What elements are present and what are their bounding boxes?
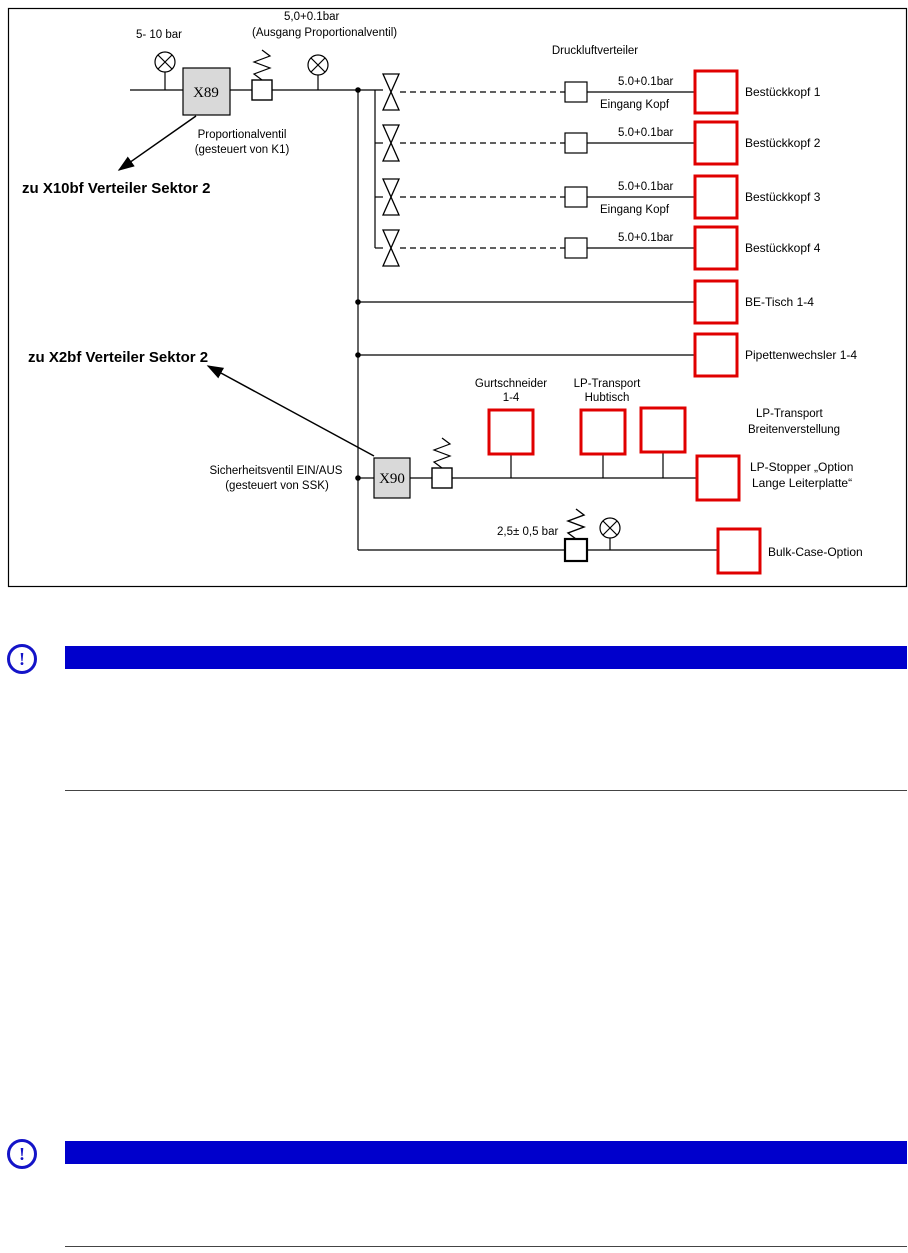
x90-label: X90 — [379, 471, 405, 487]
distributor-square — [564, 186, 588, 208]
distributor-square — [564, 237, 588, 259]
row1-pressure: 5.0+0.1bar — [618, 76, 673, 88]
regulator-box — [251, 79, 273, 101]
x90-box — [373, 457, 411, 499]
section-divider — [65, 790, 907, 791]
dashed-lines — [400, 91, 565, 249]
regulator-box — [431, 467, 453, 489]
prop-output-caption: (Ausgang Proportionalventil) — [252, 27, 397, 39]
pneumatic-diagram: X89 X90 5- 10 bar 5,0+0.1bar (Ausgang Pr… — [7, 7, 908, 588]
lp-stopper-l2: Lange Leiterplatte“ — [752, 476, 852, 490]
notice-exclamation-icon: ! — [7, 644, 37, 674]
valve-icon — [381, 73, 401, 111]
x89-label: X89 — [193, 85, 219, 101]
red-box-bestueckkopf-3 — [693, 174, 739, 220]
notice-bar — [65, 646, 907, 669]
red-box-lp-stopper — [695, 454, 741, 502]
prop-valve-ctrl: (gesteuert von K1) — [195, 144, 290, 156]
pressure-gauge-icon — [307, 54, 329, 76]
bulk-regulator-box — [563, 537, 589, 563]
row4-pressure: 5.0+0.1bar — [618, 232, 673, 244]
spring-icon — [432, 437, 452, 469]
distributor-square — [564, 81, 588, 103]
bulk-pressure-label: 2,5± 0,5 bar — [497, 526, 558, 538]
red-box-bestueckkopf-4 — [693, 225, 739, 271]
lp-stopper-l1: LP-Stopper „Option — [750, 460, 853, 474]
lp-breiten-l1: LP-Transport — [756, 408, 823, 420]
red-box-bestueckkopf-1 — [693, 69, 739, 115]
notice-exclamation-icon: ! — [7, 1139, 37, 1169]
zu-x10bf-label: zu X10bf Verteiler Sektor 2 — [22, 180, 210, 197]
pressure-gauge-icon — [154, 51, 176, 73]
red-box-pipettenwechsler — [693, 332, 739, 378]
row3-pressure: 5.0+0.1bar — [618, 181, 673, 193]
safety-valve-name: Sicherheitsventil EIN/AUS — [210, 465, 343, 477]
valve-icon — [381, 124, 401, 162]
pipe-lines — [130, 72, 718, 551]
arrow-to-x2bf — [206, 365, 375, 457]
prop-output-pressure-label: 5,0+0.1bar — [284, 11, 339, 23]
red-box-lp-hubtisch — [579, 408, 627, 456]
section-divider — [65, 1246, 907, 1247]
lp-hub-l2: Hubtisch — [585, 392, 630, 404]
arrow-to-x10bf — [117, 115, 197, 171]
zu-x2bf-label: zu X2bf Verteiler Sektor 2 — [28, 349, 208, 366]
row2-pressure: 5.0+0.1bar — [618, 127, 673, 139]
notice-bar — [65, 1141, 907, 1164]
red-box-bulk-case — [716, 527, 762, 575]
row3-label: Bestückkopf 3 — [745, 190, 821, 204]
red-box-be-tisch — [693, 279, 739, 325]
row2-label: Bestückkopf 2 — [745, 136, 821, 150]
red-box-gurtschneider — [487, 408, 535, 456]
valve-icon — [381, 229, 401, 267]
valve-icon — [381, 178, 401, 216]
red-box-lp-breitenverstellung — [639, 406, 687, 454]
row1-sub: Eingang Kopf — [600, 99, 670, 111]
distributor-square — [564, 132, 588, 154]
prop-valve-name: Proportionalventil — [198, 129, 287, 141]
lp-breiten-l2: Breitenverstellung — [748, 424, 840, 436]
distributor-title: Druckluftverteiler — [552, 45, 638, 57]
bulk-label: Bulk-Case-Option — [768, 545, 863, 559]
lp-hub-l1: LP-Transport — [574, 378, 641, 390]
junction-dots — [355, 87, 361, 481]
spring-icon — [566, 508, 586, 540]
supply-pressure-label: 5- 10 bar — [136, 29, 182, 41]
row1-label: Bestückkopf 1 — [745, 85, 821, 99]
gurtschneider-l2: 1-4 — [503, 392, 520, 404]
x89-box — [182, 67, 231, 116]
pressure-gauge-icon — [599, 517, 621, 539]
diagram-border — [7, 7, 908, 588]
safety-valve-ctrl: (gesteuert von SSK) — [225, 480, 329, 492]
row4-label: Bestückkopf 4 — [745, 241, 821, 255]
row3-sub: Eingang Kopf — [600, 204, 670, 216]
pipetten-label: Pipettenwechsler 1-4 — [745, 348, 857, 362]
spring-icon — [252, 49, 272, 81]
red-box-bestueckkopf-2 — [693, 120, 739, 166]
be-tisch-label: BE-Tisch 1-4 — [745, 295, 814, 309]
gurtschneider-l1: Gurtschneider — [475, 378, 547, 390]
